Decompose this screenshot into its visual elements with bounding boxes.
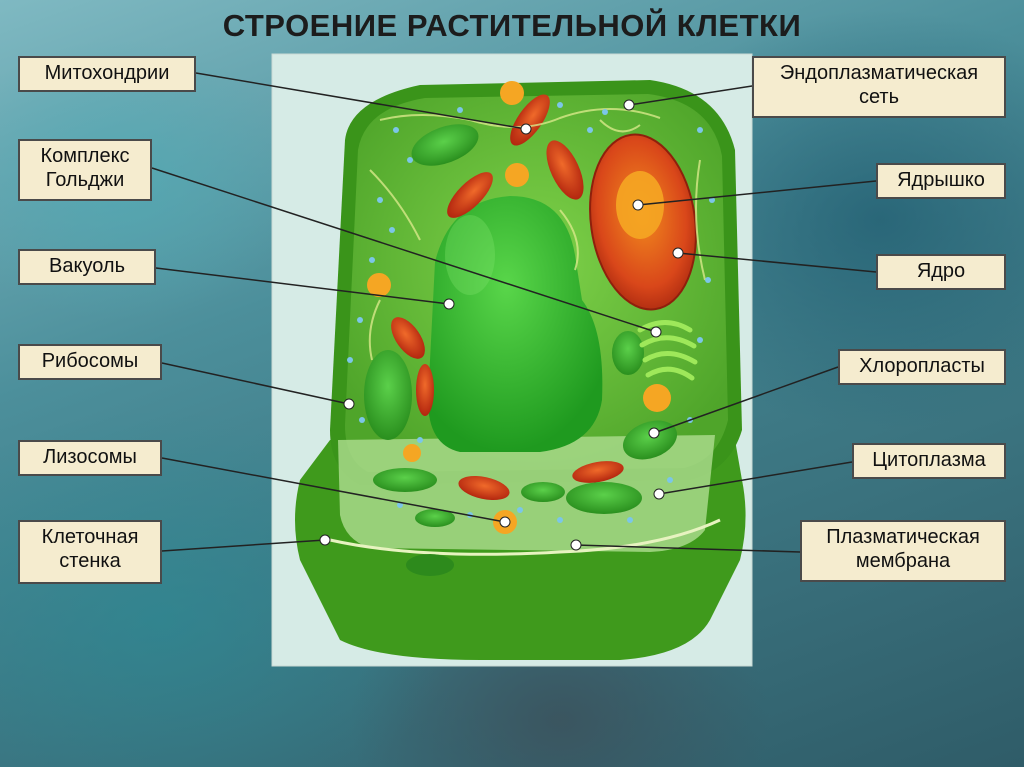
label-chloroplasts: Хлоропласты <box>838 349 1006 385</box>
lysosome <box>505 163 529 187</box>
chloroplast <box>612 331 644 375</box>
label-golgi: Комплекс Гольджи <box>18 139 152 201</box>
mitochondrion <box>458 475 510 501</box>
page-title: СТРОЕНИЕ РАСТИТЕЛЬНОЙ КЛЕТКИ <box>222 8 802 43</box>
label-er: Эндоплазматическая сеть <box>752 56 1006 118</box>
label-cytoplasm: Цитоплазма <box>852 443 1006 479</box>
chloroplast <box>566 482 642 514</box>
label-nucleus: Ядро <box>876 254 1006 290</box>
leader-dots <box>319 99 684 551</box>
chloroplast <box>406 554 454 576</box>
mitochondrion <box>416 364 434 416</box>
label-plasma-membrane: Плазматическая мембрана <box>800 520 1006 582</box>
lysosome <box>367 273 391 297</box>
vacuole <box>428 196 603 452</box>
label-ribosomes: Рибосомы <box>18 344 162 380</box>
chloroplast <box>411 124 479 166</box>
ribosomes <box>347 102 715 523</box>
mitochondrion <box>572 461 624 483</box>
mitochondrion <box>447 172 493 218</box>
golgi-apparatus <box>637 320 698 381</box>
chloroplast <box>415 509 455 527</box>
label-vacuole: Вакуоль <box>18 249 156 285</box>
lysosome <box>500 81 524 105</box>
label-mitochondria: Митохондрии <box>18 56 196 92</box>
mitochondrion <box>510 94 550 146</box>
mitochondrion <box>546 140 584 200</box>
label-nucleolus: Ядрышко <box>876 163 1006 199</box>
leader-lines <box>151 72 877 553</box>
chloroplast <box>373 468 437 492</box>
chloroplast <box>364 350 412 440</box>
chloroplast <box>521 482 565 502</box>
label-cell-wall: Клеточная стенка <box>18 520 162 584</box>
mitochondrion <box>391 317 425 359</box>
lysosome <box>643 384 671 412</box>
label-lysosomes: Лизосомы <box>18 440 162 476</box>
lysosome <box>403 444 421 462</box>
plasma-membrane-edge <box>329 518 721 556</box>
